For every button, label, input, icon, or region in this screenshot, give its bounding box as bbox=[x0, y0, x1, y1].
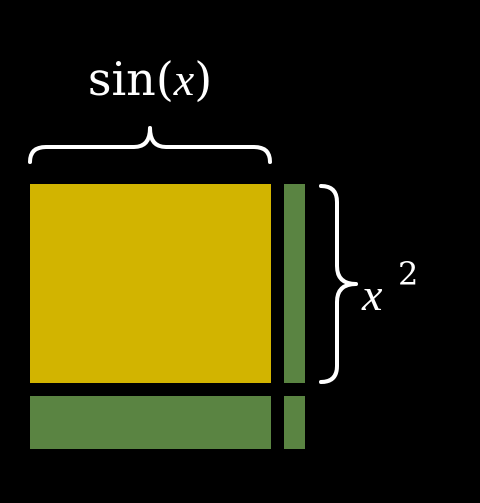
top-brace bbox=[28, 126, 272, 164]
right-label-exponent: 2 bbox=[398, 255, 418, 293]
top-label-var: x bbox=[173, 54, 195, 105]
corner-strip bbox=[284, 396, 305, 449]
top-label: sin(x) bbox=[88, 52, 212, 106]
top-label-close-paren: ) bbox=[194, 52, 212, 106]
right-brace bbox=[319, 184, 358, 384]
right-label-base: x bbox=[361, 269, 383, 320]
right-strip bbox=[284, 184, 305, 383]
bottom-strip bbox=[30, 396, 271, 449]
top-label-open-paren: ( bbox=[156, 52, 174, 106]
right-label: x bbox=[361, 269, 383, 320]
main-square bbox=[30, 184, 271, 383]
top-label-func: sin bbox=[88, 52, 156, 106]
right-label-exponent-text: 2 bbox=[398, 255, 418, 293]
